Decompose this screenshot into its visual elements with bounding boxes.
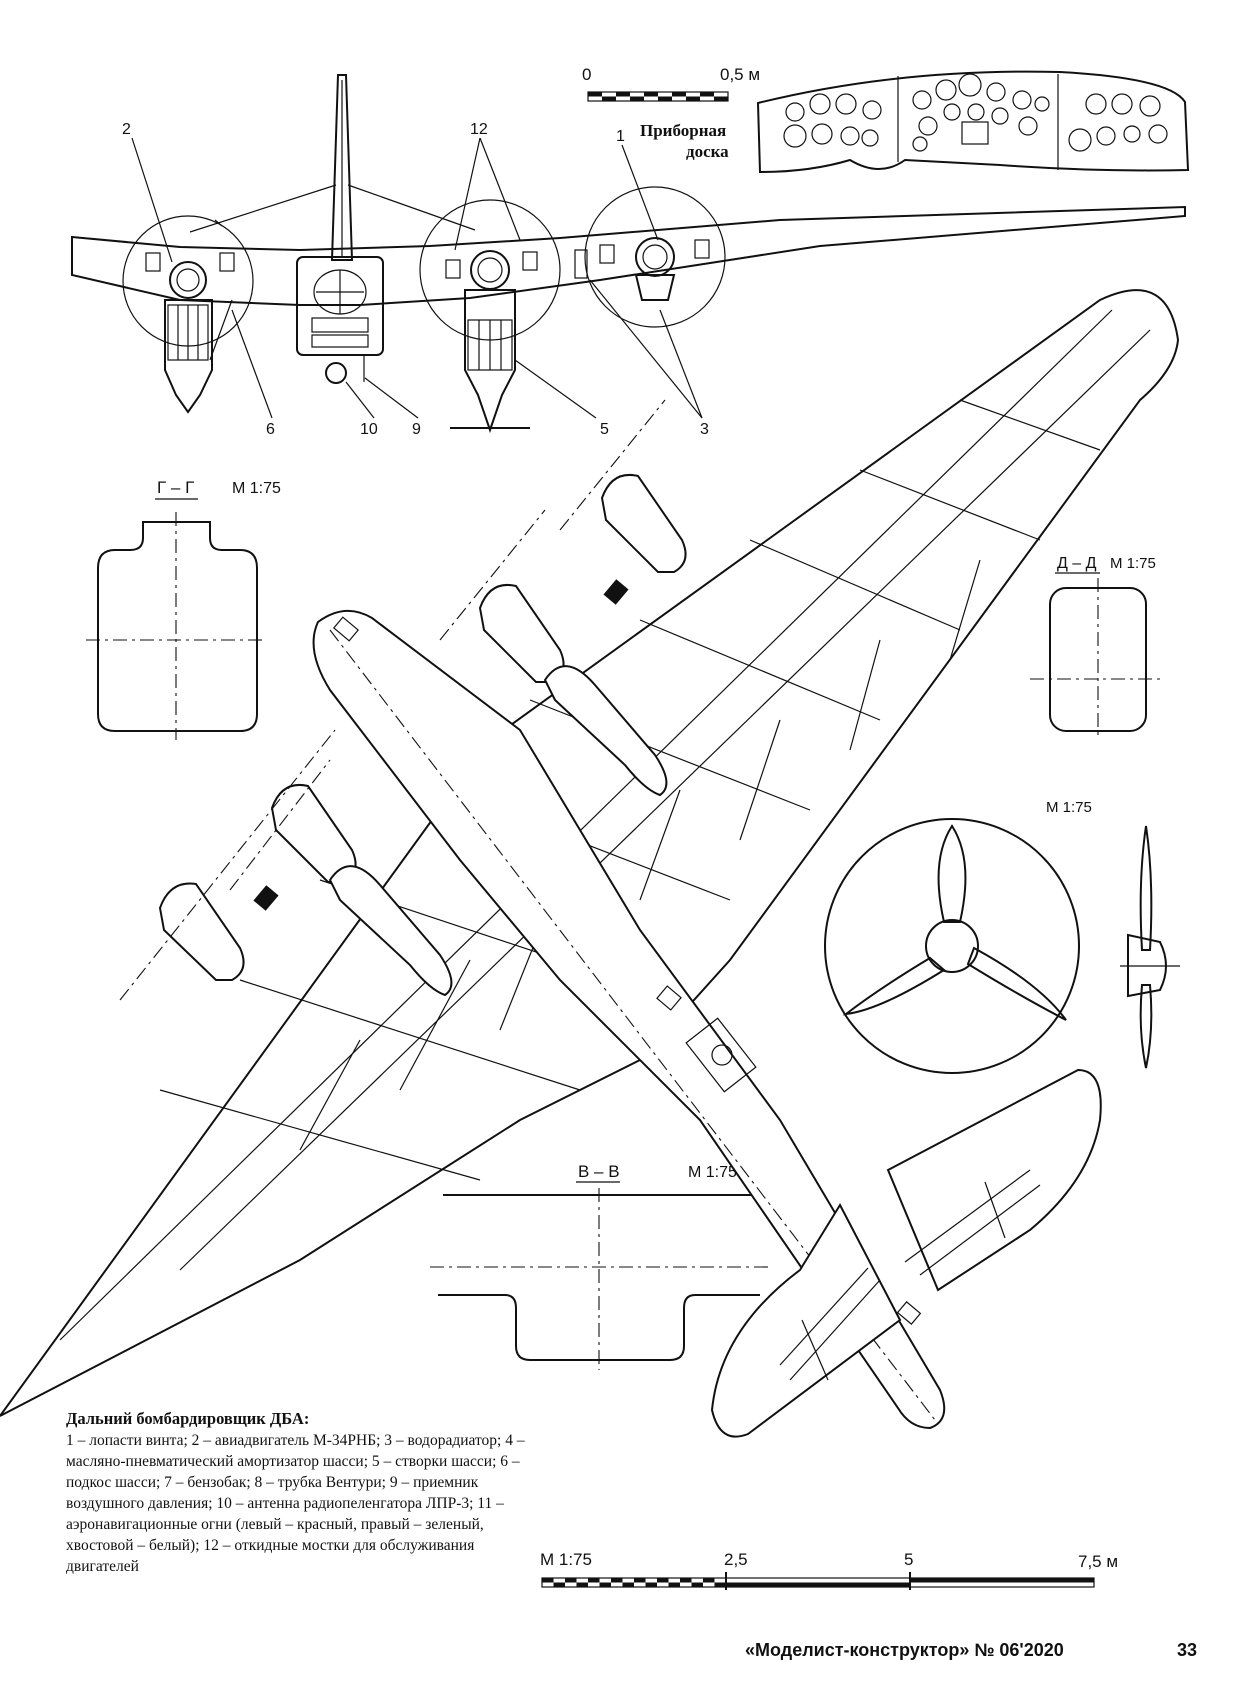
scale-cell [703,1578,715,1583]
callout-10: 10 [360,421,378,438]
caption-title: Дальний бомбардировщик ДБА: [66,1409,310,1428]
scale-cell [542,1578,554,1583]
scale-cell [691,1582,703,1587]
scale-segment [726,1582,910,1587]
scale-cell [565,1578,577,1583]
section-d-scale: М 1:75 [1110,555,1156,572]
page-number: 33 [1177,1640,1198,1660]
panel-scale-start: 0 [582,65,591,84]
section-v-label: В – В [578,1162,620,1181]
propeller: М 1:75 [824,799,1180,1074]
callout-6: 6 [266,421,275,438]
section-v: В – В М 1:75 [430,1162,770,1370]
scale-cell [680,1578,692,1583]
scale-cell [588,1578,600,1583]
bottom-scale-t2: 5 [904,1550,913,1569]
scale-cell [553,1582,565,1587]
callout-5: 5 [600,421,609,438]
scale-segment [910,1578,1094,1583]
instrument-panel: 0 0,5 м Приборная доска [582,65,1190,174]
panel-label-2: доска [686,142,729,161]
section-d-label: Д – Д [1057,555,1097,572]
section-g-label: Г – Г [157,478,194,497]
callout-2: 2 [122,121,131,138]
callout-3: 3 [700,421,709,438]
scale-cell [622,1582,634,1587]
scale-cell [714,1582,726,1587]
callout-12: 12 [470,121,488,138]
bottom-scale-bar: М 1:75 2,5 5 7,5 м [540,1550,1118,1590]
bottom-scale-t3: 7,5 м [1078,1552,1118,1571]
scale-cell [634,1578,646,1583]
front-view: 2 12 1 6 10 9 5 3 [71,74,1186,438]
caption-body: 1 – лопасти винта; 2 – авиадвигатель М-3… [66,1432,525,1575]
bottom-scale-label: М 1:75 [540,1550,592,1569]
scale-cell [576,1582,588,1587]
panel-scale-end: 0,5 м [720,65,760,84]
section-g-scale: М 1:75 [232,480,281,497]
callout-1: 1 [616,128,625,145]
figure-caption: Дальний бомбардировщик ДБА: 1 – лопасти … [66,1408,546,1577]
scale-cell [668,1582,680,1587]
scale-cell [657,1578,669,1583]
scale-cell [611,1578,623,1583]
magazine-footer: «Моделист-конструктор» № 06'2020 [745,1640,1064,1660]
section-v-scale: М 1:75 [688,1164,737,1181]
scale-cell [599,1582,611,1587]
plan-view [0,289,1180,1438]
callout-9: 9 [412,421,421,438]
bottom-scale-t1: 2,5 [724,1550,748,1569]
section-d: Д – Д М 1:75 [1030,555,1160,740]
propeller-scale: М 1:75 [1046,799,1092,816]
scale-cell [645,1582,657,1587]
section-g: Г – Г М 1:75 [86,478,281,740]
panel-label-1: Приборная [640,121,726,140]
